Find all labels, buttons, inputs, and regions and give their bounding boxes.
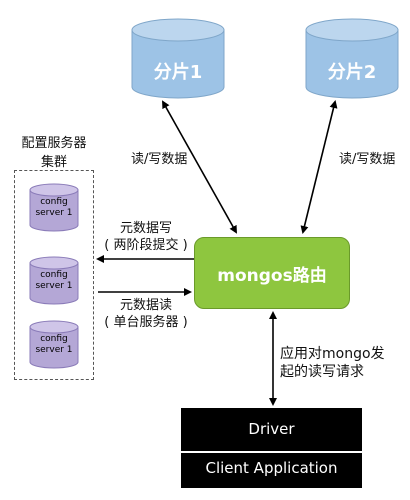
rw-label-right: 读/写数据 xyxy=(339,152,396,167)
metadata-write-label: 元数据写 ( 两阶段提交 ) xyxy=(98,220,194,254)
config-server-1-line2: server 1 xyxy=(35,208,73,218)
config-server-cylinder-3 xyxy=(29,320,79,369)
metadata-read-line1: 元数据读 xyxy=(119,298,172,313)
shard-1-cylinder xyxy=(131,18,225,99)
metadata-write-line2: ( 两阶段提交 ) xyxy=(104,238,188,253)
config-server-2-line2: server 1 xyxy=(35,281,73,291)
config-server-1-label: config server 1 xyxy=(30,197,78,219)
driver-client-app-box: Driver Client Application xyxy=(181,408,362,488)
driver-divider xyxy=(181,451,362,453)
app-request-label: 应用对mongo发 起的读写请求 xyxy=(280,345,385,381)
shard-2-label: 分片2 xyxy=(327,62,377,83)
config-cluster-title-line2: 集群 xyxy=(40,155,67,170)
client-application-label: Client Application xyxy=(205,459,338,477)
config-server-cylinder-1 xyxy=(29,183,79,232)
metadata-write-line1: 元数据写 xyxy=(119,221,172,236)
rw-label-left: 读/写数据 xyxy=(131,152,188,167)
config-cluster-title: 配置服务器 集群 xyxy=(6,132,102,170)
app-request-line2: 起的读写请求 xyxy=(280,364,364,380)
metadata-read-label: 元数据读 ( 单台服务器 ) xyxy=(98,297,194,331)
config-server-3-label: config server 1 xyxy=(30,334,78,356)
config-server-3-line1: config xyxy=(40,334,68,344)
config-cluster-box xyxy=(14,170,94,380)
metadata-read-line2: ( 单台服务器 ) xyxy=(104,315,188,330)
app-request-line1: 应用对mongo发 xyxy=(280,346,385,362)
mongos-router-label: mongos路由 xyxy=(217,265,327,286)
driver-label: Driver xyxy=(248,420,295,438)
config-cluster-title-line1: 配置服务器 xyxy=(21,136,87,151)
shard-2-cylinder xyxy=(305,18,399,99)
mongos-router-node: mongos路由 xyxy=(194,237,350,309)
config-server-2-line1: config xyxy=(40,270,68,280)
config-server-2-label: config server 1 xyxy=(30,270,78,292)
config-server-3-line2: server 1 xyxy=(35,345,73,355)
shard-1-label: 分片1 xyxy=(153,62,203,83)
config-server-cylinder-2 xyxy=(29,256,79,305)
arrow-shard1-mongos xyxy=(162,100,237,234)
arrow-shard2-mongos xyxy=(300,100,338,234)
config-server-1-line1: config xyxy=(40,197,68,207)
